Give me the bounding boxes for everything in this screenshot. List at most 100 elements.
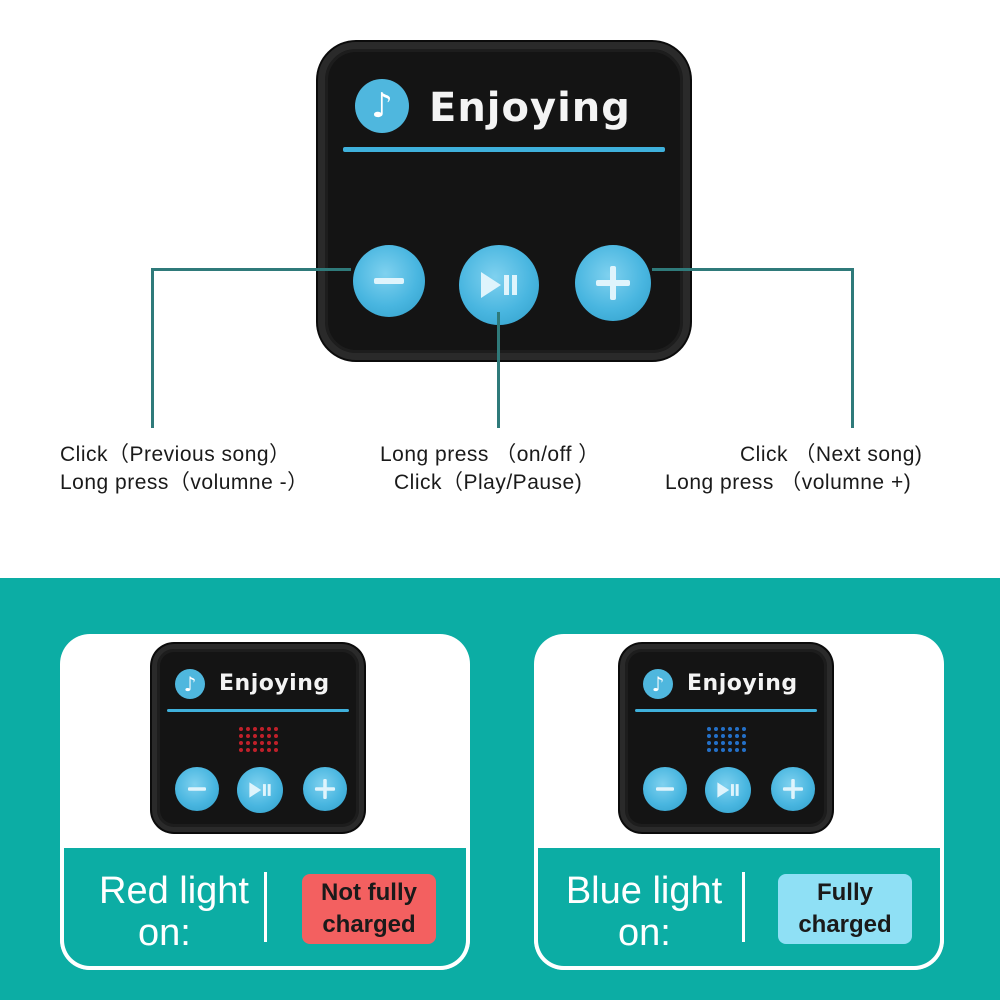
label-left-line2: Long press（volumne -）	[60, 471, 309, 494]
music-note-icon: ♪	[355, 79, 409, 133]
led-dot	[707, 727, 711, 731]
separator	[264, 872, 267, 942]
led-dot	[742, 727, 746, 731]
led-dot	[246, 727, 250, 731]
minus-button[interactable]	[353, 245, 425, 317]
led-dot	[267, 748, 271, 752]
plus-button	[303, 767, 347, 811]
led-dot	[735, 734, 739, 738]
led-dot	[260, 748, 264, 752]
led-dot	[274, 727, 278, 731]
brand-label: Enjoying	[219, 671, 330, 696]
controller-patch: ♪ Enjoying	[318, 42, 690, 360]
accent-bar	[167, 709, 349, 712]
controller-patch-small: ♪ Enjoying	[620, 644, 832, 832]
led-dot	[267, 734, 271, 738]
plus-icon	[596, 266, 630, 300]
minus-button	[643, 767, 687, 811]
led-dot	[714, 734, 718, 738]
led-dot	[742, 734, 746, 738]
led-dot	[260, 734, 264, 738]
led-dot	[735, 741, 739, 745]
led-dot	[253, 727, 257, 731]
music-note-icon: ♪	[643, 669, 673, 699]
led-dot	[735, 727, 739, 731]
plus-icon	[314, 778, 336, 800]
callout-line-left-horizontal	[151, 268, 351, 271]
play-pause-icon	[249, 782, 271, 798]
callout-line-right-horizontal	[652, 268, 854, 271]
accent-bar	[635, 709, 817, 712]
led-dot	[239, 734, 243, 738]
led-dot	[721, 727, 725, 731]
callout-line-center	[497, 312, 500, 428]
led-dot	[728, 727, 732, 731]
led-dot	[728, 741, 732, 745]
controller-patch-small: ♪ Enjoying	[152, 644, 364, 832]
led-dot	[742, 741, 746, 745]
plus-button[interactable]	[575, 245, 651, 321]
callout-line-left-vertical	[151, 268, 154, 428]
label-center-line1: Long press （on/off ）	[380, 443, 600, 466]
led-dot	[246, 734, 250, 738]
led-dot	[728, 748, 732, 752]
led-dot	[246, 741, 250, 745]
led-dot	[721, 734, 725, 738]
led-dot	[253, 748, 257, 752]
minus-icon	[374, 278, 404, 284]
led-dot	[707, 741, 711, 745]
led-dot	[260, 727, 264, 731]
label-left-line1: Click（Previous song）	[60, 443, 291, 466]
light-label: Blue light on:	[565, 870, 723, 954]
led-dot	[274, 734, 278, 738]
label-right-line1: Click （Next song)	[740, 443, 923, 466]
light-label: Red light on:	[99, 870, 249, 954]
led-dot	[267, 741, 271, 745]
led-dot	[239, 727, 243, 731]
led-dot	[742, 748, 746, 752]
led-dot	[714, 741, 718, 745]
minus-button	[175, 767, 219, 811]
led-dot	[274, 741, 278, 745]
brand-label: Enjoying	[687, 671, 798, 696]
led-dot	[721, 748, 725, 752]
led-dot	[274, 748, 278, 752]
plus-icon	[782, 778, 804, 800]
music-note-icon: ♪	[175, 669, 205, 699]
led-dot	[707, 748, 711, 752]
play-pause-icon	[481, 272, 517, 298]
label-center-line2: Click（Play/Pause)	[394, 471, 583, 494]
led-dot	[707, 734, 711, 738]
play-pause-button	[237, 767, 283, 813]
led-dot	[253, 734, 257, 738]
plus-button	[771, 767, 815, 811]
led-dot	[253, 741, 257, 745]
led-dot	[728, 734, 732, 738]
minus-icon	[656, 787, 674, 791]
led-dot	[714, 727, 718, 731]
led-dot	[714, 748, 718, 752]
minus-icon	[188, 787, 206, 791]
play-pause-button[interactable]	[459, 245, 539, 325]
play-pause-button	[705, 767, 751, 813]
led-dot	[246, 748, 250, 752]
label-right-line2: Long press （volumne +)	[665, 471, 912, 494]
callout-line-right-vertical	[851, 268, 854, 428]
led-dot	[735, 748, 739, 752]
accent-bar	[343, 147, 665, 152]
led-dot	[721, 741, 725, 745]
brand-label: Enjoying	[429, 85, 631, 131]
led-dot	[239, 748, 243, 752]
led-dot	[267, 727, 271, 731]
led-dot	[260, 741, 264, 745]
led-dot	[239, 741, 243, 745]
blue-led-indicator	[707, 727, 746, 752]
play-pause-icon	[717, 782, 739, 798]
red-led-indicator	[239, 727, 278, 752]
